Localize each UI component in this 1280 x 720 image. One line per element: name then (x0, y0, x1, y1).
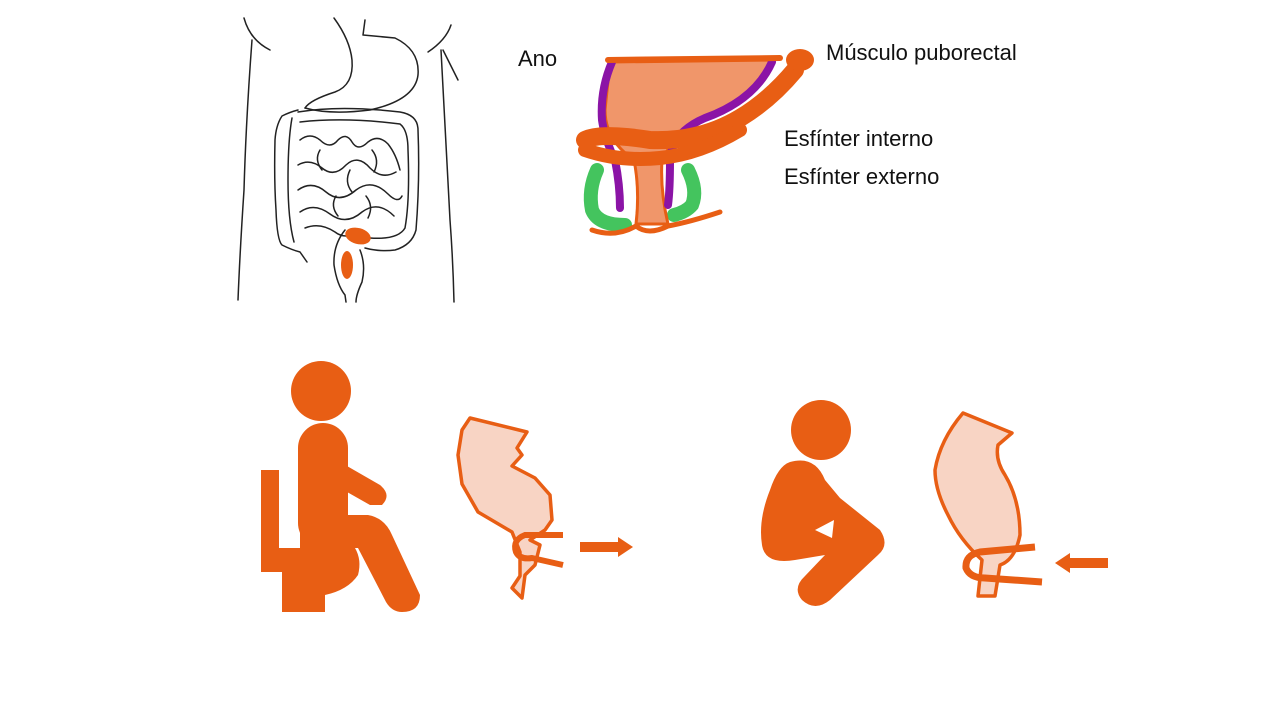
external-sphincter-right (667, 163, 702, 222)
small-intestine (297, 135, 403, 237)
toilet-bowl-icon (261, 548, 360, 612)
arrow-left-icon (1055, 553, 1108, 573)
rectum-sitting (456, 416, 554, 600)
sitting-person-icon (261, 361, 420, 612)
arrow-right-icon (580, 537, 633, 557)
anal-verge (589, 209, 723, 236)
torso-right-outline (427, 24, 452, 53)
puborectalis-sling (576, 61, 804, 150)
large-intestine (273, 109, 308, 263)
label-internal-sphincter: Esfínter interno (784, 126, 934, 151)
puborectalis-sitting (512, 532, 564, 568)
label-anus: Ano (518, 46, 558, 71)
puborectalis-squatting (962, 543, 1043, 586)
squatting-person-icon (761, 400, 885, 606)
sigmoid-highlight (345, 227, 371, 245)
rectum-squatting (933, 411, 1022, 598)
label-puborectalis: Músculo puborectal (826, 40, 1017, 65)
toilet-tank-icon (261, 470, 279, 572)
leg-gap (815, 520, 834, 538)
external-sphincter-left (583, 163, 632, 232)
label-external-sphincter: Esfínter externo (784, 164, 940, 189)
torso-left-outline (243, 17, 271, 51)
rectum-outline (333, 229, 347, 303)
stomach (304, 17, 353, 109)
rectum-highlight (341, 251, 353, 279)
